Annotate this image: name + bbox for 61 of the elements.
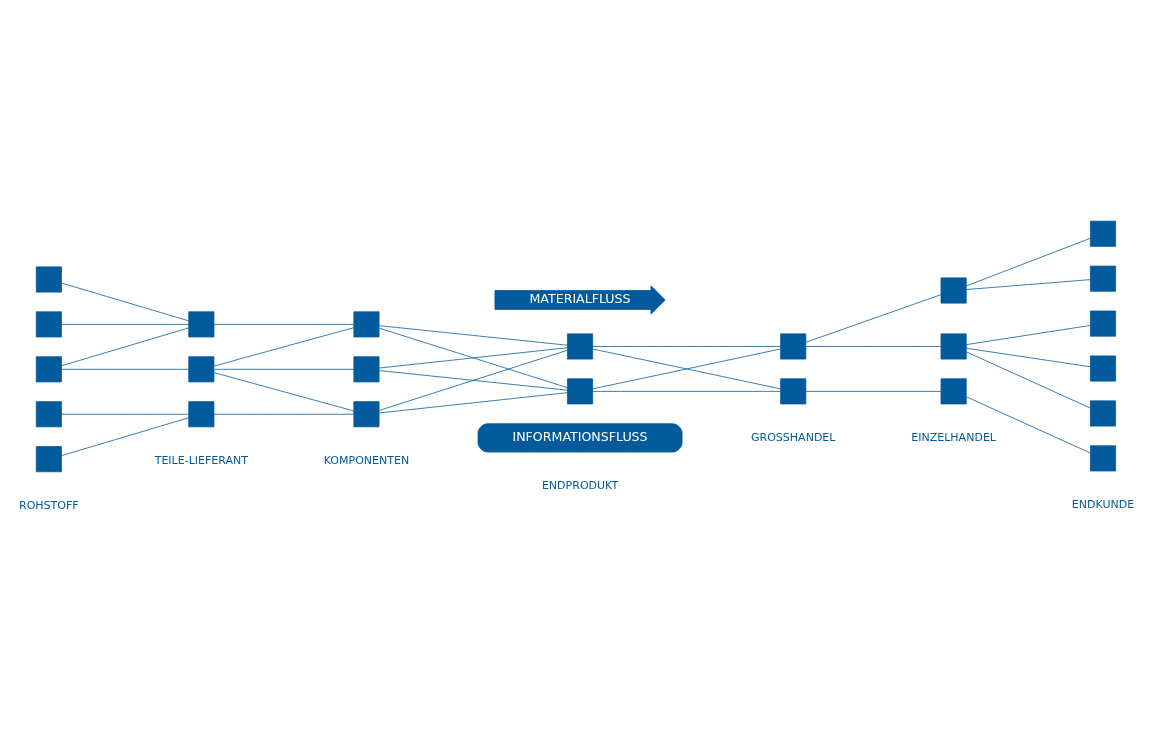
connector [965,395,1091,453]
connector [378,327,568,388]
label: ENDPRODUKT [541,478,619,492]
label: ENDKUNDE [1071,497,1135,511]
connector [61,282,189,321]
node-box [1089,399,1116,426]
node-box [567,332,594,359]
connector [805,293,942,343]
node-box [35,310,62,337]
label: ROHSTOFF [19,498,79,512]
connector [213,323,355,325]
connector [965,278,1091,290]
connector [592,345,781,347]
connector [592,390,781,392]
node-box [1089,444,1116,471]
connector [213,413,355,415]
node-box [188,310,215,337]
node-box [780,332,807,359]
node-box [940,377,967,404]
node-box [940,332,967,359]
label: GROSSHANDEL [750,430,836,444]
connector [378,324,568,346]
node-box [353,355,380,382]
node-box [1089,355,1116,382]
connector [965,324,1091,345]
node-box [780,377,807,404]
connector [213,371,355,411]
connector [965,350,1091,408]
node-box [1089,265,1116,292]
node-box [1089,310,1116,337]
node-box [940,277,967,303]
node-box: INFORMATIONSFLUSS [477,422,683,452]
connector [61,327,189,366]
connector [378,349,568,411]
connector [378,369,568,391]
node-box [188,355,215,382]
connector [592,348,781,389]
connector [61,413,189,415]
node-box [35,355,62,382]
node-box [188,400,215,427]
connector [378,391,568,413]
connector [378,346,568,368]
node-box [353,310,380,337]
connector [61,323,189,325]
node-box [353,400,380,427]
connector [805,345,942,347]
connector [965,237,1091,286]
connector [965,347,1091,367]
connector [61,416,189,456]
connector [805,390,942,392]
label: KOMPONENTEN [323,453,410,467]
connector [61,368,189,370]
label: TEILE-LIEFERANT [154,453,249,467]
node-box [35,265,62,292]
node-box [35,445,62,472]
node-box [35,400,62,427]
connector [213,326,355,366]
label: EINZELHANDEL [911,430,996,444]
node-box [1089,220,1116,247]
node-box [567,377,594,404]
connector [213,368,355,370]
